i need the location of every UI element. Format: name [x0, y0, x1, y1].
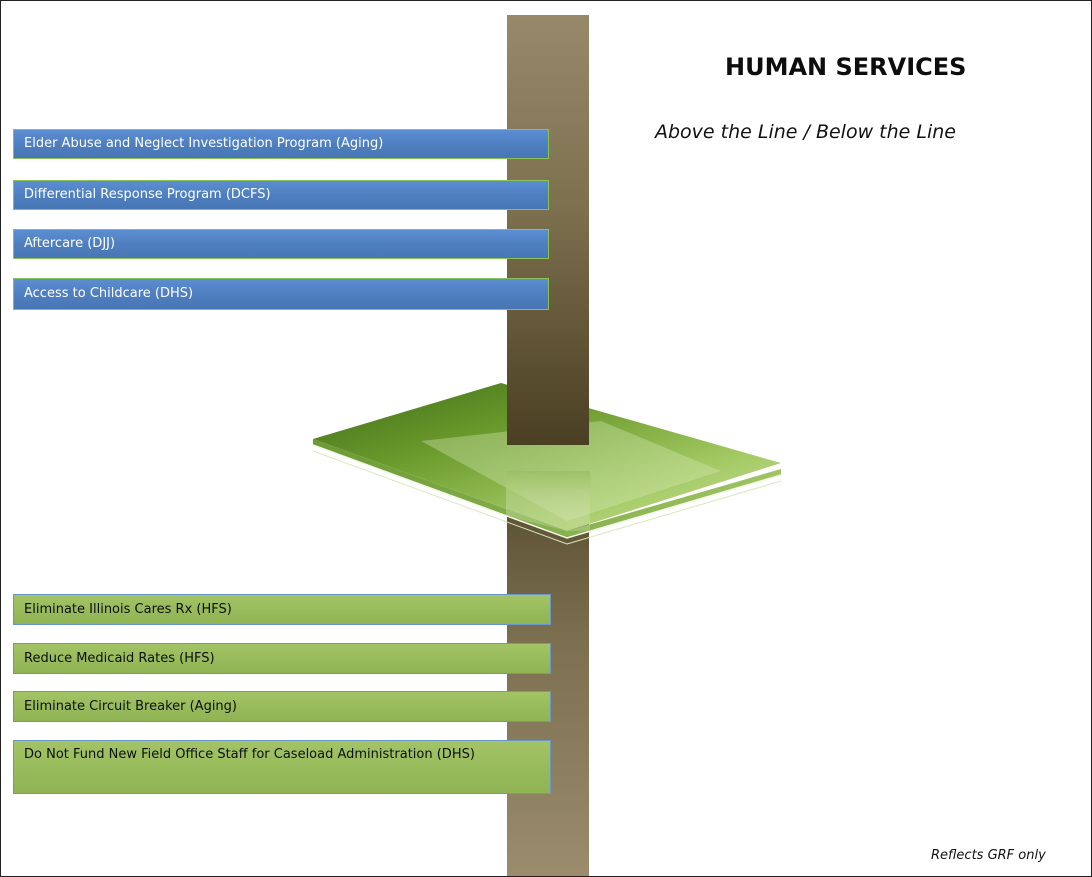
above-line-item: Aftercare (DJJ) — [13, 229, 549, 259]
plane-edge — [313, 439, 781, 538]
above-line-item: Differential Response Program (DCFS) — [13, 180, 549, 210]
plane-top — [313, 383, 781, 531]
below-line-item: Do Not Fund New Field Office Staff for C… — [13, 740, 551, 794]
page-subtitle: Above the Line / Below the Line — [655, 121, 956, 143]
page-title: HUMAN SERVICES — [725, 53, 967, 81]
above-line-item: Elder Abuse and Neglect Investigation Pr… — [13, 129, 549, 159]
below-line-item: Reduce Medicaid Rates (HFS) — [13, 643, 551, 674]
below-line-item: Eliminate Illinois Cares Rx (HFS) — [13, 594, 551, 625]
above-line-item: Access to Childcare (DHS) — [13, 278, 549, 310]
footnote: Reflects GRF only — [931, 848, 1046, 863]
below-line-item: Eliminate Circuit Breaker (Aging) — [13, 691, 551, 722]
